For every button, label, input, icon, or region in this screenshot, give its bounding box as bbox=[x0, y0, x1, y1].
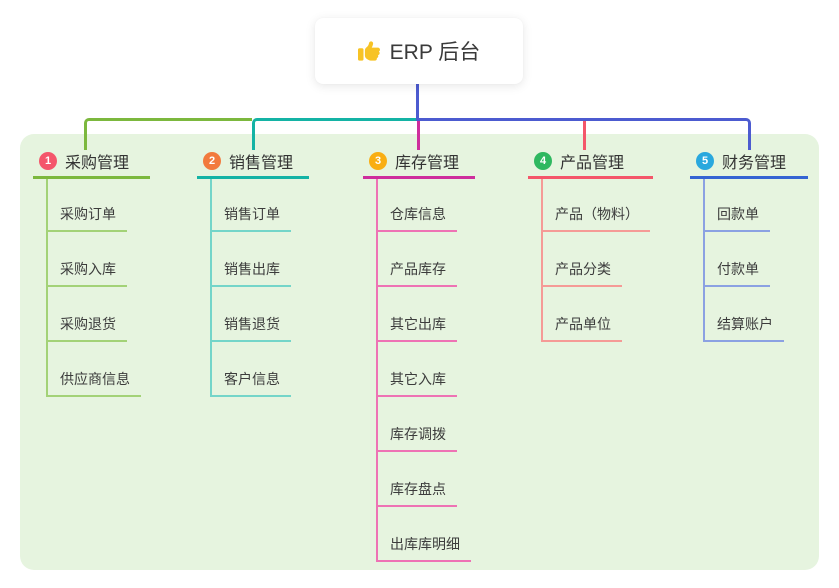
connector-line-branch-2 bbox=[252, 118, 420, 150]
child-node[interactable]: 客户信息 bbox=[210, 370, 291, 397]
child-node-label: 库存盘点 bbox=[390, 481, 446, 497]
branch-node-4[interactable]: 4 产品管理 bbox=[528, 147, 624, 175]
branch-trunk-line bbox=[46, 179, 48, 397]
branch-underline bbox=[197, 176, 309, 179]
child-node-label: 供应商信息 bbox=[60, 371, 130, 387]
child-node-label: 采购入库 bbox=[60, 261, 116, 277]
branch-underline bbox=[363, 176, 475, 179]
branch-label: 销售管理 bbox=[229, 155, 294, 172]
branch-label: 财务管理 bbox=[722, 155, 787, 172]
branch-underline bbox=[33, 176, 150, 179]
root-node[interactable]: ERP 后台 bbox=[315, 18, 523, 84]
child-node-label: 库存调拨 bbox=[390, 426, 446, 442]
branch-trunk-line bbox=[541, 179, 543, 342]
child-node[interactable]: 库存调拨 bbox=[376, 425, 457, 452]
branch-underline bbox=[528, 176, 653, 179]
branch-badge: 2 bbox=[203, 152, 221, 170]
child-node-label: 结算账户 bbox=[717, 316, 773, 332]
child-node-label: 其它出库 bbox=[390, 316, 446, 332]
child-node-label: 产品库存 bbox=[390, 261, 446, 277]
child-node[interactable]: 其它入库 bbox=[376, 370, 457, 397]
child-node[interactable]: 其它出库 bbox=[376, 315, 457, 342]
child-node[interactable]: 产品库存 bbox=[376, 260, 457, 287]
child-node[interactable]: 采购订单 bbox=[46, 205, 127, 232]
connector-line-branch-1 bbox=[84, 118, 252, 150]
connector-line-root bbox=[416, 84, 419, 121]
child-node[interactable]: 结算账户 bbox=[703, 315, 784, 342]
child-node-label: 付款单 bbox=[717, 261, 759, 277]
branch-badge: 5 bbox=[696, 152, 714, 170]
branch-badge: 3 bbox=[369, 152, 387, 170]
child-node[interactable]: 回款单 bbox=[703, 205, 770, 232]
child-node[interactable]: 采购退货 bbox=[46, 315, 127, 342]
branch-node-5[interactable]: 5 财务管理 bbox=[690, 147, 786, 175]
child-node[interactable]: 产品分类 bbox=[541, 260, 622, 287]
branch-badge: 4 bbox=[534, 152, 552, 170]
connector-line-branch-3 bbox=[417, 121, 420, 150]
child-node-label: 其它入库 bbox=[390, 371, 446, 387]
child-node-label: 产品单位 bbox=[555, 316, 611, 332]
child-node[interactable]: 产品（物料） bbox=[541, 205, 650, 232]
branch-underline bbox=[690, 176, 808, 179]
child-node-label: 仓库信息 bbox=[390, 206, 446, 222]
child-node-label: 销售退货 bbox=[224, 316, 280, 332]
child-node-label: 客户信息 bbox=[224, 371, 280, 387]
child-node-label: 回款单 bbox=[717, 206, 759, 222]
root-label: ERP 后台 bbox=[389, 41, 481, 64]
branch-node-3[interactable]: 3 库存管理 bbox=[363, 147, 459, 175]
child-node-label: 销售出库 bbox=[224, 261, 280, 277]
child-node[interactable]: 销售退货 bbox=[210, 315, 291, 342]
child-node[interactable]: 采购入库 bbox=[46, 260, 127, 287]
child-node[interactable]: 销售出库 bbox=[210, 260, 291, 287]
child-node[interactable]: 出库库明细 bbox=[376, 535, 471, 562]
child-node-label: 采购订单 bbox=[60, 206, 116, 222]
branch-node-2[interactable]: 2 销售管理 bbox=[197, 147, 293, 175]
child-node-label: 采购退货 bbox=[60, 316, 116, 332]
connector-line-branch-4 bbox=[583, 121, 586, 150]
branch-label: 库存管理 bbox=[395, 155, 460, 172]
branch-label: 采购管理 bbox=[65, 155, 130, 172]
branch-badge: 1 bbox=[39, 152, 57, 170]
child-node[interactable]: 仓库信息 bbox=[376, 205, 457, 232]
child-node-label: 出库库明细 bbox=[390, 536, 460, 552]
thumbs-up-icon bbox=[357, 40, 380, 62]
child-node-label: 产品分类 bbox=[555, 261, 611, 277]
child-node[interactable]: 销售订单 bbox=[210, 205, 291, 232]
child-node-label: 产品（物料） bbox=[555, 206, 639, 222]
branch-trunk-line bbox=[376, 179, 378, 562]
child-node[interactable]: 供应商信息 bbox=[46, 370, 141, 397]
child-node[interactable]: 付款单 bbox=[703, 260, 770, 287]
branch-trunk-line bbox=[703, 179, 705, 342]
child-node[interactable]: 产品单位 bbox=[541, 315, 622, 342]
mindmap-panel bbox=[20, 134, 819, 570]
child-node-label: 销售订单 bbox=[224, 206, 280, 222]
branch-node-1[interactable]: 1 采购管理 bbox=[33, 147, 129, 175]
branch-label: 产品管理 bbox=[560, 155, 625, 172]
connector-line-branch-5 bbox=[417, 118, 751, 150]
child-node[interactable]: 库存盘点 bbox=[376, 480, 457, 507]
branch-trunk-line bbox=[210, 179, 212, 397]
